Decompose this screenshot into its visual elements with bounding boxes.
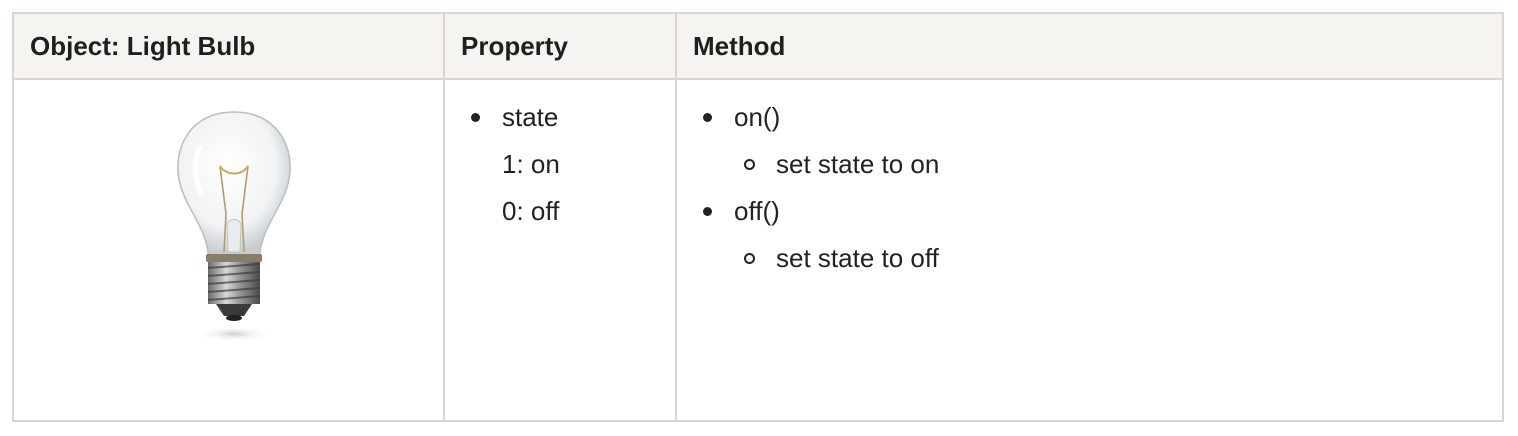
list-item: on() (701, 94, 1502, 141)
sub-bullet-icon (744, 159, 755, 170)
bullet-icon (703, 113, 712, 122)
property-cell: state 1: on 0: off (443, 78, 677, 422)
bullet-icon (703, 207, 712, 216)
light-bulb-icon (164, 106, 304, 346)
header-object: Object: Light Bulb (12, 12, 445, 80)
bullet-icon (471, 113, 480, 122)
list-item: off() (701, 188, 1502, 235)
property-name: state (502, 102, 559, 132)
sub-bullet-icon (744, 253, 755, 264)
table-row: state 1: on 0: off on() se (12, 78, 1504, 422)
property-value: 1: on (502, 149, 560, 179)
method-name: on() (734, 102, 781, 132)
object-table: Object: Light Bulb Property Method (12, 12, 1504, 422)
property-value: 0: off (502, 196, 560, 226)
property-list: state 1: on 0: off (469, 94, 675, 235)
header-method: Method (675, 12, 1504, 80)
method-list: on() set state to on off() set stat (701, 94, 1502, 282)
list-item: set state to off (701, 235, 1502, 282)
method-cell: on() set state to on off() set stat (675, 78, 1504, 422)
method-description: set state to off (776, 243, 939, 273)
list-item: set state to on (701, 141, 1502, 188)
header-property: Property (443, 12, 677, 80)
method-description: set state to on (776, 149, 940, 179)
table-header-row: Object: Light Bulb Property Method (12, 12, 1504, 80)
object-image-cell (12, 78, 445, 422)
method-name: off() (734, 196, 780, 226)
list-item: state (469, 94, 675, 141)
